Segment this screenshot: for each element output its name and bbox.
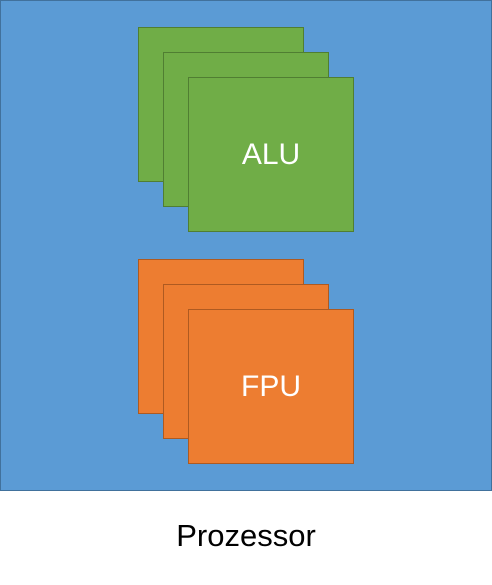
fpu-layer-front: FPU — [188, 309, 354, 464]
processor-box: ALU FPU — [0, 0, 492, 491]
processor-caption: Prozessor — [176, 518, 316, 553]
alu-label: ALU — [241, 137, 301, 171]
fpu-label: FPU — [241, 369, 301, 403]
alu-layer-front: ALU — [188, 77, 354, 232]
